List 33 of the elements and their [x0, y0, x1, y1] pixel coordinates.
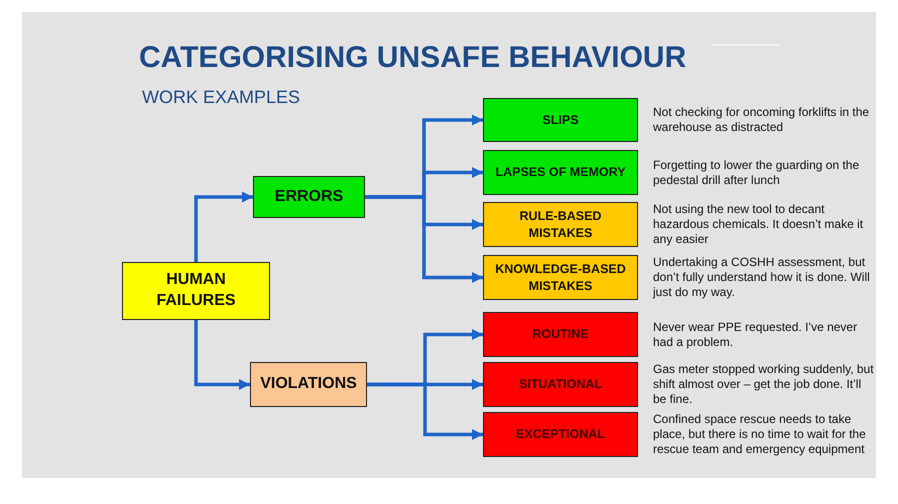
node-label: EXCEPTIONAL — [516, 426, 605, 443]
connector-arrow — [194, 320, 250, 390]
node-label: SITUATIONAL — [518, 376, 602, 393]
example-text: Not checking for oncoming forklifts in the warehouse as distracted — [653, 105, 870, 135]
node-label: LAPSES OF MEMORY — [495, 164, 626, 181]
category-box — [122, 262, 270, 320]
node-label: RULE-BASED MISTAKES — [518, 208, 602, 241]
node-label: VIOLATIONS — [260, 374, 357, 394]
connector-arrow — [367, 382, 483, 440]
category-box — [483, 255, 638, 300]
connector-arrow — [365, 195, 483, 283]
example-text: Undertaking a COSHH assessment, but don’t fully understand how it is done. Will just do my way. — [653, 255, 871, 300]
category-box — [483, 202, 638, 247]
node-label: KNOWLEDGE-BASED MISTAKES — [494, 261, 627, 294]
node-label: ROUTINE — [532, 326, 589, 343]
category-box — [483, 362, 638, 407]
category-box — [483, 312, 638, 357]
node-label: ERRORS — [274, 186, 344, 207]
title: CATEGORISING UNSAFE BEHAVIOUR — [139, 41, 686, 75]
node-label: SLIPS — [542, 112, 579, 128]
connector-arrow — [194, 192, 253, 262]
category-box — [253, 176, 365, 218]
example-text: Never wear PPE requested. I’ve never had a problem. — [653, 320, 858, 350]
category-box — [483, 150, 638, 195]
example-text: Gas meter stopped working suddenly, but shift almost over – get the job done. It’ll be fine. — [653, 362, 875, 407]
example-text: Forgetting to lower the guarding on the pedestal drill after lunch — [653, 158, 860, 188]
node-label: HUMAN FAILURES — [155, 270, 237, 311]
category-box — [250, 362, 367, 407]
category-box — [483, 98, 638, 142]
example-text: Confined space rescue needs to take place, but there is no time to wait for the rescue team and emergency equipment — [653, 412, 867, 457]
example-text: Not using the new tool to decant hazardous chemicals. It doesn’t make it any easier — [653, 202, 864, 247]
subtitle: WORK EXAMPLES — [142, 87, 300, 108]
category-box — [483, 412, 638, 457]
